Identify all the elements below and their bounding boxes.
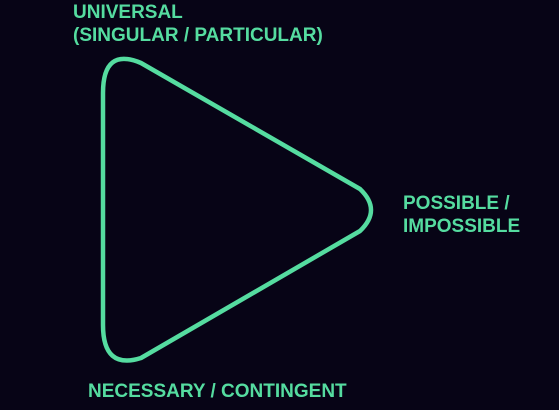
vertex-label-right: POSSIBLE / IMPOSSIBLE bbox=[403, 192, 520, 238]
vertex-label-right-line1: POSSIBLE / bbox=[403, 193, 510, 214]
vertex-label-right-line2: IMPOSSIBLE bbox=[403, 216, 521, 237]
vertex-label-bottom: NECESSARY / CONTINGENT bbox=[88, 380, 347, 403]
vertex-label-top: UNIVERSAL (SINGULAR / PARTICULAR) bbox=[73, 1, 323, 47]
vertex-label-bottom-line1: NECESSARY / CONTINGENT bbox=[88, 381, 347, 402]
vertex-label-top-line2: (SINGULAR / PARTICULAR) bbox=[73, 25, 323, 46]
vertex-label-top-line1: UNIVERSAL bbox=[73, 2, 183, 23]
triangle-outline bbox=[100, 56, 374, 363]
